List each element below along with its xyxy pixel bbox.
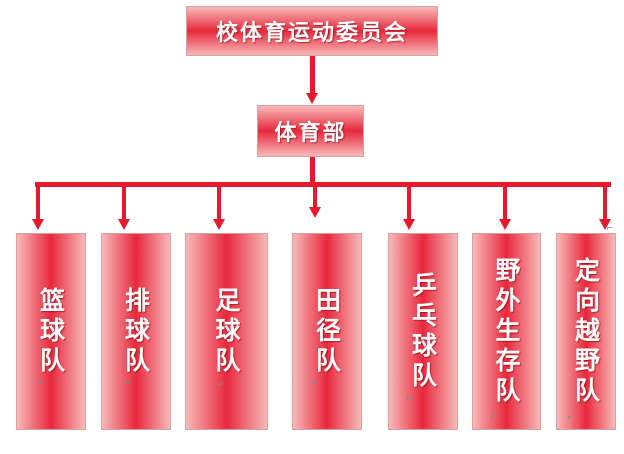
- team-drop-arrowhead: [32, 219, 44, 230]
- team-label-wilderness-survival: 野外生存队: [492, 256, 521, 407]
- paragraph-mark-icon: ↵: [124, 378, 132, 388]
- department-node-box: 体育部: [257, 105, 364, 157]
- paragraph-mark-icon: ↵: [217, 380, 225, 390]
- team-drop-line: [36, 182, 40, 220]
- team-label-table-tennis: 乒乓球队: [408, 271, 438, 392]
- team-drop-arrowhead: [213, 219, 225, 230]
- team-box-football: 足球队: [185, 233, 268, 430]
- team-box-orienteering: 定向越野队: [556, 233, 616, 430]
- team-label-basketball: 篮球队: [36, 286, 66, 377]
- team-label-volleyball: 排球队: [121, 286, 151, 377]
- team-box-wilderness-survival: 野外生存队: [472, 233, 541, 430]
- root-node-label: 校体育运动委员会: [215, 21, 408, 46]
- team-drop-arrowhead: [309, 207, 321, 218]
- team-box-table-tennis: 乒乓球队: [388, 233, 458, 430]
- team-drop-arrowhead: [118, 219, 130, 230]
- paragraph-mark-icon: ↵: [37, 378, 45, 388]
- paragraph-mark-icon: ↵: [567, 413, 575, 423]
- team-drop-line: [313, 182, 317, 208]
- team-drop-line: [122, 182, 126, 220]
- team-label-orienteering: 定向越野队: [571, 256, 601, 407]
- team-drop-line: [603, 182, 607, 220]
- root-to-dept-arrowhead: [306, 93, 318, 104]
- department-node-label: 体育部: [274, 121, 347, 146]
- team-box-basketball: 篮球队: [16, 233, 86, 430]
- team-drop-line: [503, 182, 507, 220]
- team-drop-arrowhead: [403, 219, 415, 230]
- root-to-dept-connector: [310, 56, 315, 94]
- team-label-football: 足球队: [212, 286, 241, 377]
- paragraph-mark-icon: ↵: [311, 379, 319, 389]
- team-box-track-and-field: 田径队: [292, 233, 362, 430]
- anchor-icon: ⌐: [606, 224, 614, 234]
- team-drop-arrowhead: [599, 219, 611, 230]
- dept-to-bar-connector: [310, 157, 315, 183]
- horizontal-distribution-bar: [35, 182, 611, 187]
- paragraph-mark-icon: ↵: [490, 412, 498, 422]
- team-label-track-and-field: 田径队: [312, 286, 342, 377]
- paragraph-mark-icon: ↵: [406, 395, 414, 405]
- team-drop-line: [407, 182, 411, 220]
- root-node-box: 校体育运动委员会: [186, 6, 438, 56]
- team-box-volleyball: 排球队: [101, 233, 171, 430]
- team-drop-arrowhead: [499, 219, 511, 230]
- team-drop-line: [217, 182, 221, 220]
